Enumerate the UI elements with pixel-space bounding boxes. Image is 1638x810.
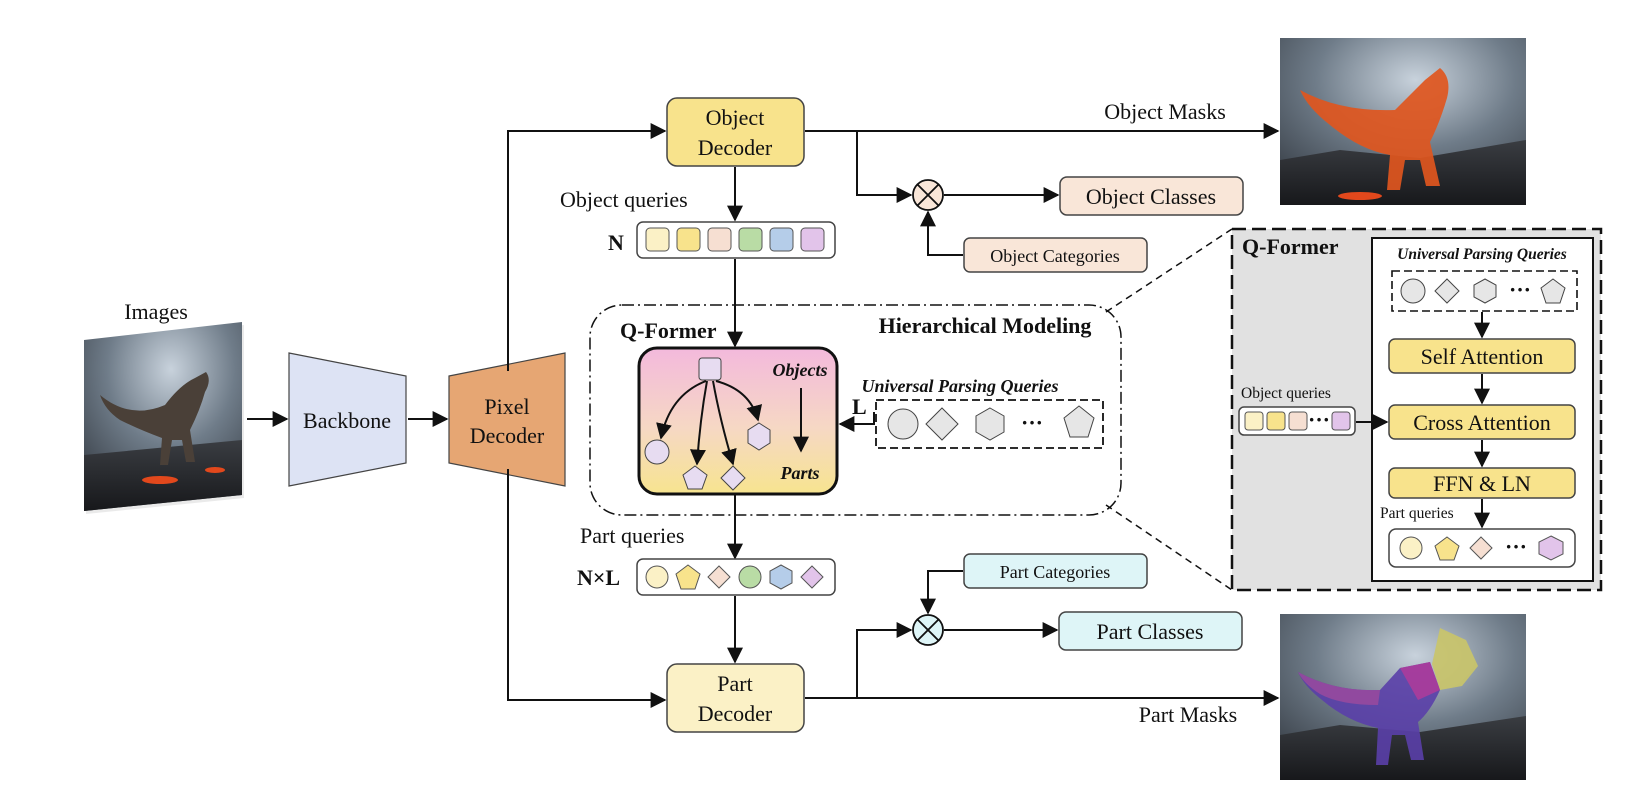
object-queries-label: Object queries [560, 187, 688, 212]
inset-object-query-tokens [1244, 411, 1351, 431]
object-classes-label: Object Classes [1086, 184, 1216, 209]
n-label: N [608, 230, 624, 255]
inset-part-query-tokens [1399, 535, 1564, 561]
self-attention-label: Self Attention [1421, 344, 1544, 369]
part-decoder-block [666, 663, 805, 733]
backbone-label: Backbone [303, 408, 391, 433]
ffn-ln-box [1388, 467, 1576, 499]
qformer-label: Q-Former [620, 318, 717, 343]
object-multiply-node [912, 179, 944, 211]
pixel-decoder-block [448, 352, 566, 487]
part-mask-image [1280, 614, 1526, 780]
object-categories-box [963, 237, 1148, 273]
inset-part-queries-label: Part queries [1380, 505, 1454, 522]
part-multiply-node [912, 614, 944, 646]
l-label: L [852, 394, 867, 419]
pixel-decoder-label-2: Decoder [470, 423, 545, 448]
object-query-tokens [645, 227, 825, 252]
object-masks-label: Object Masks [1104, 99, 1226, 124]
object-classes-box [1059, 176, 1244, 216]
part-decoder-label-1: Part [717, 671, 752, 696]
object-decoder-block [666, 97, 805, 167]
inset-upq-ellipsis: ··· [1509, 277, 1531, 302]
arrow-pixel-partdecoder [507, 469, 667, 708]
hierarchical-modeling-label: Hierarchical Modeling [879, 313, 1092, 338]
cross-attention-box [1388, 404, 1576, 440]
inset-part-ellipsis: ··· [1505, 534, 1527, 559]
images-label: Images [124, 299, 188, 324]
inset-object-queries-label: Object queries [1241, 385, 1331, 402]
upq-ellipsis: ··· [1021, 410, 1043, 435]
zoom-line-bottom [1105, 504, 1233, 591]
zoom-line-top [1105, 228, 1233, 313]
part-classes-box [1058, 611, 1243, 651]
qformer-block [637, 346, 839, 496]
part-masks-label: Part Masks [1139, 702, 1237, 727]
part-decoder-label-2: Decoder [698, 701, 773, 726]
part-queries-label: Part queries [580, 523, 684, 548]
backbone-block [288, 352, 407, 487]
part-query-tokens [645, 564, 824, 590]
input-image [84, 322, 244, 514]
arrow-objdec-mult [856, 131, 913, 203]
inset-upq-label: Universal Parsing Queries [1397, 246, 1567, 263]
part-categories-box [963, 553, 1148, 589]
objects-label: Objects [773, 360, 828, 380]
hierarchical-modeling-region [589, 304, 1122, 516]
object-categories-label: Object Categories [990, 246, 1119, 266]
arrow-objcat-mult [920, 210, 963, 256]
arrow-partdec-mult [856, 622, 913, 698]
object-decoder-label-1: Object [706, 105, 765, 130]
object-mask-image [1280, 38, 1526, 205]
part-classes-label: Part Classes [1097, 619, 1204, 644]
universal-parsing-queries-label: Universal Parsing Queries [861, 376, 1058, 396]
inset-upq-shapes [1400, 278, 1566, 304]
arrow-partcat-mult [920, 570, 963, 615]
universal-query-shapes [887, 405, 1095, 441]
hierarchy-tree [644, 357, 771, 491]
inset-object-ellipsis: ··· [1308, 407, 1330, 432]
arrow-upq-qformer [838, 412, 875, 432]
self-attention-box [1388, 338, 1576, 374]
inset-title: Q-Former [1242, 234, 1339, 259]
arrow-pixel-objectdecoder [507, 123, 667, 371]
pixel-decoder-label-1: Pixel [484, 394, 529, 419]
parts-label: Parts [779, 463, 819, 483]
cross-attention-label: Cross Attention [1413, 410, 1551, 435]
part-categories-label: Part Categories [1000, 562, 1110, 582]
nxl-label: N×L [577, 565, 620, 590]
ffn-ln-label: FFN & LN [1433, 471, 1531, 496]
object-decoder-label-2: Decoder [698, 135, 773, 160]
